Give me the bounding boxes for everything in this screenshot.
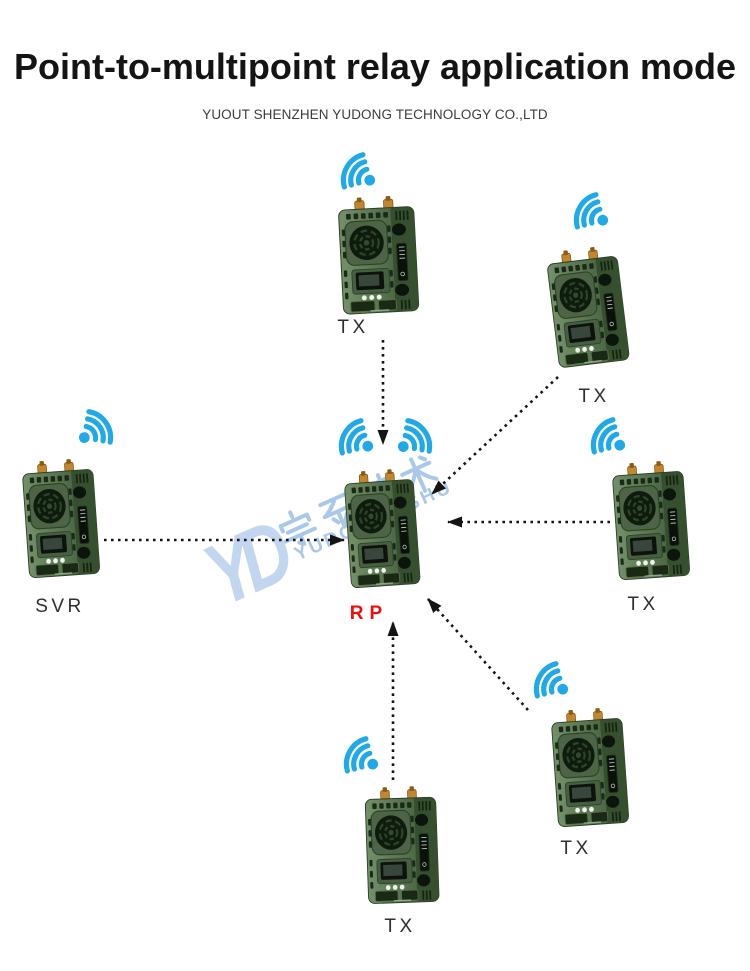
device-tx-lower-right [549,705,631,829]
device-tx-upper-right [544,243,631,370]
label-tx-lower-right: TX [560,838,592,859]
device-rp [342,466,422,590]
device-tx-right [610,458,692,582]
wifi-signal-icon [531,660,577,708]
wifi-signal-icon [588,416,634,464]
label-tx-bottom: TX [384,916,416,937]
device-tx-bottom [363,784,441,905]
wifi-signal-icon [571,191,617,239]
label-svr: SVR [35,596,85,617]
label-tx-right: TX [627,594,659,615]
page-title: Point-to-multipoint relay application mo… [13,46,736,87]
wifi-signal-icon [341,735,387,783]
arrow-tx-upper-right-to-rp [431,376,559,495]
wifi-signal-icon [69,407,116,456]
company-subtitle: YUOUT SHENZHEN YUDONG TECHNOLOGY CO.,LTD [202,107,548,122]
arrow-tx-lower-right-to-rp [427,598,529,711]
watermark: YD YUDONGJISHU [190,455,453,625]
wifi-signal-icon [336,417,382,465]
label-tx-upper-right: TX [578,386,610,407]
device-tx-top [336,193,421,316]
label-rp: RP [349,603,389,624]
devices [20,193,692,905]
connection-arrows [104,340,610,780]
wifi-signal-icon [338,151,384,199]
watermark-monogram: YD [190,500,307,625]
device-svr [20,456,102,580]
label-tx-top: TX [337,317,369,338]
